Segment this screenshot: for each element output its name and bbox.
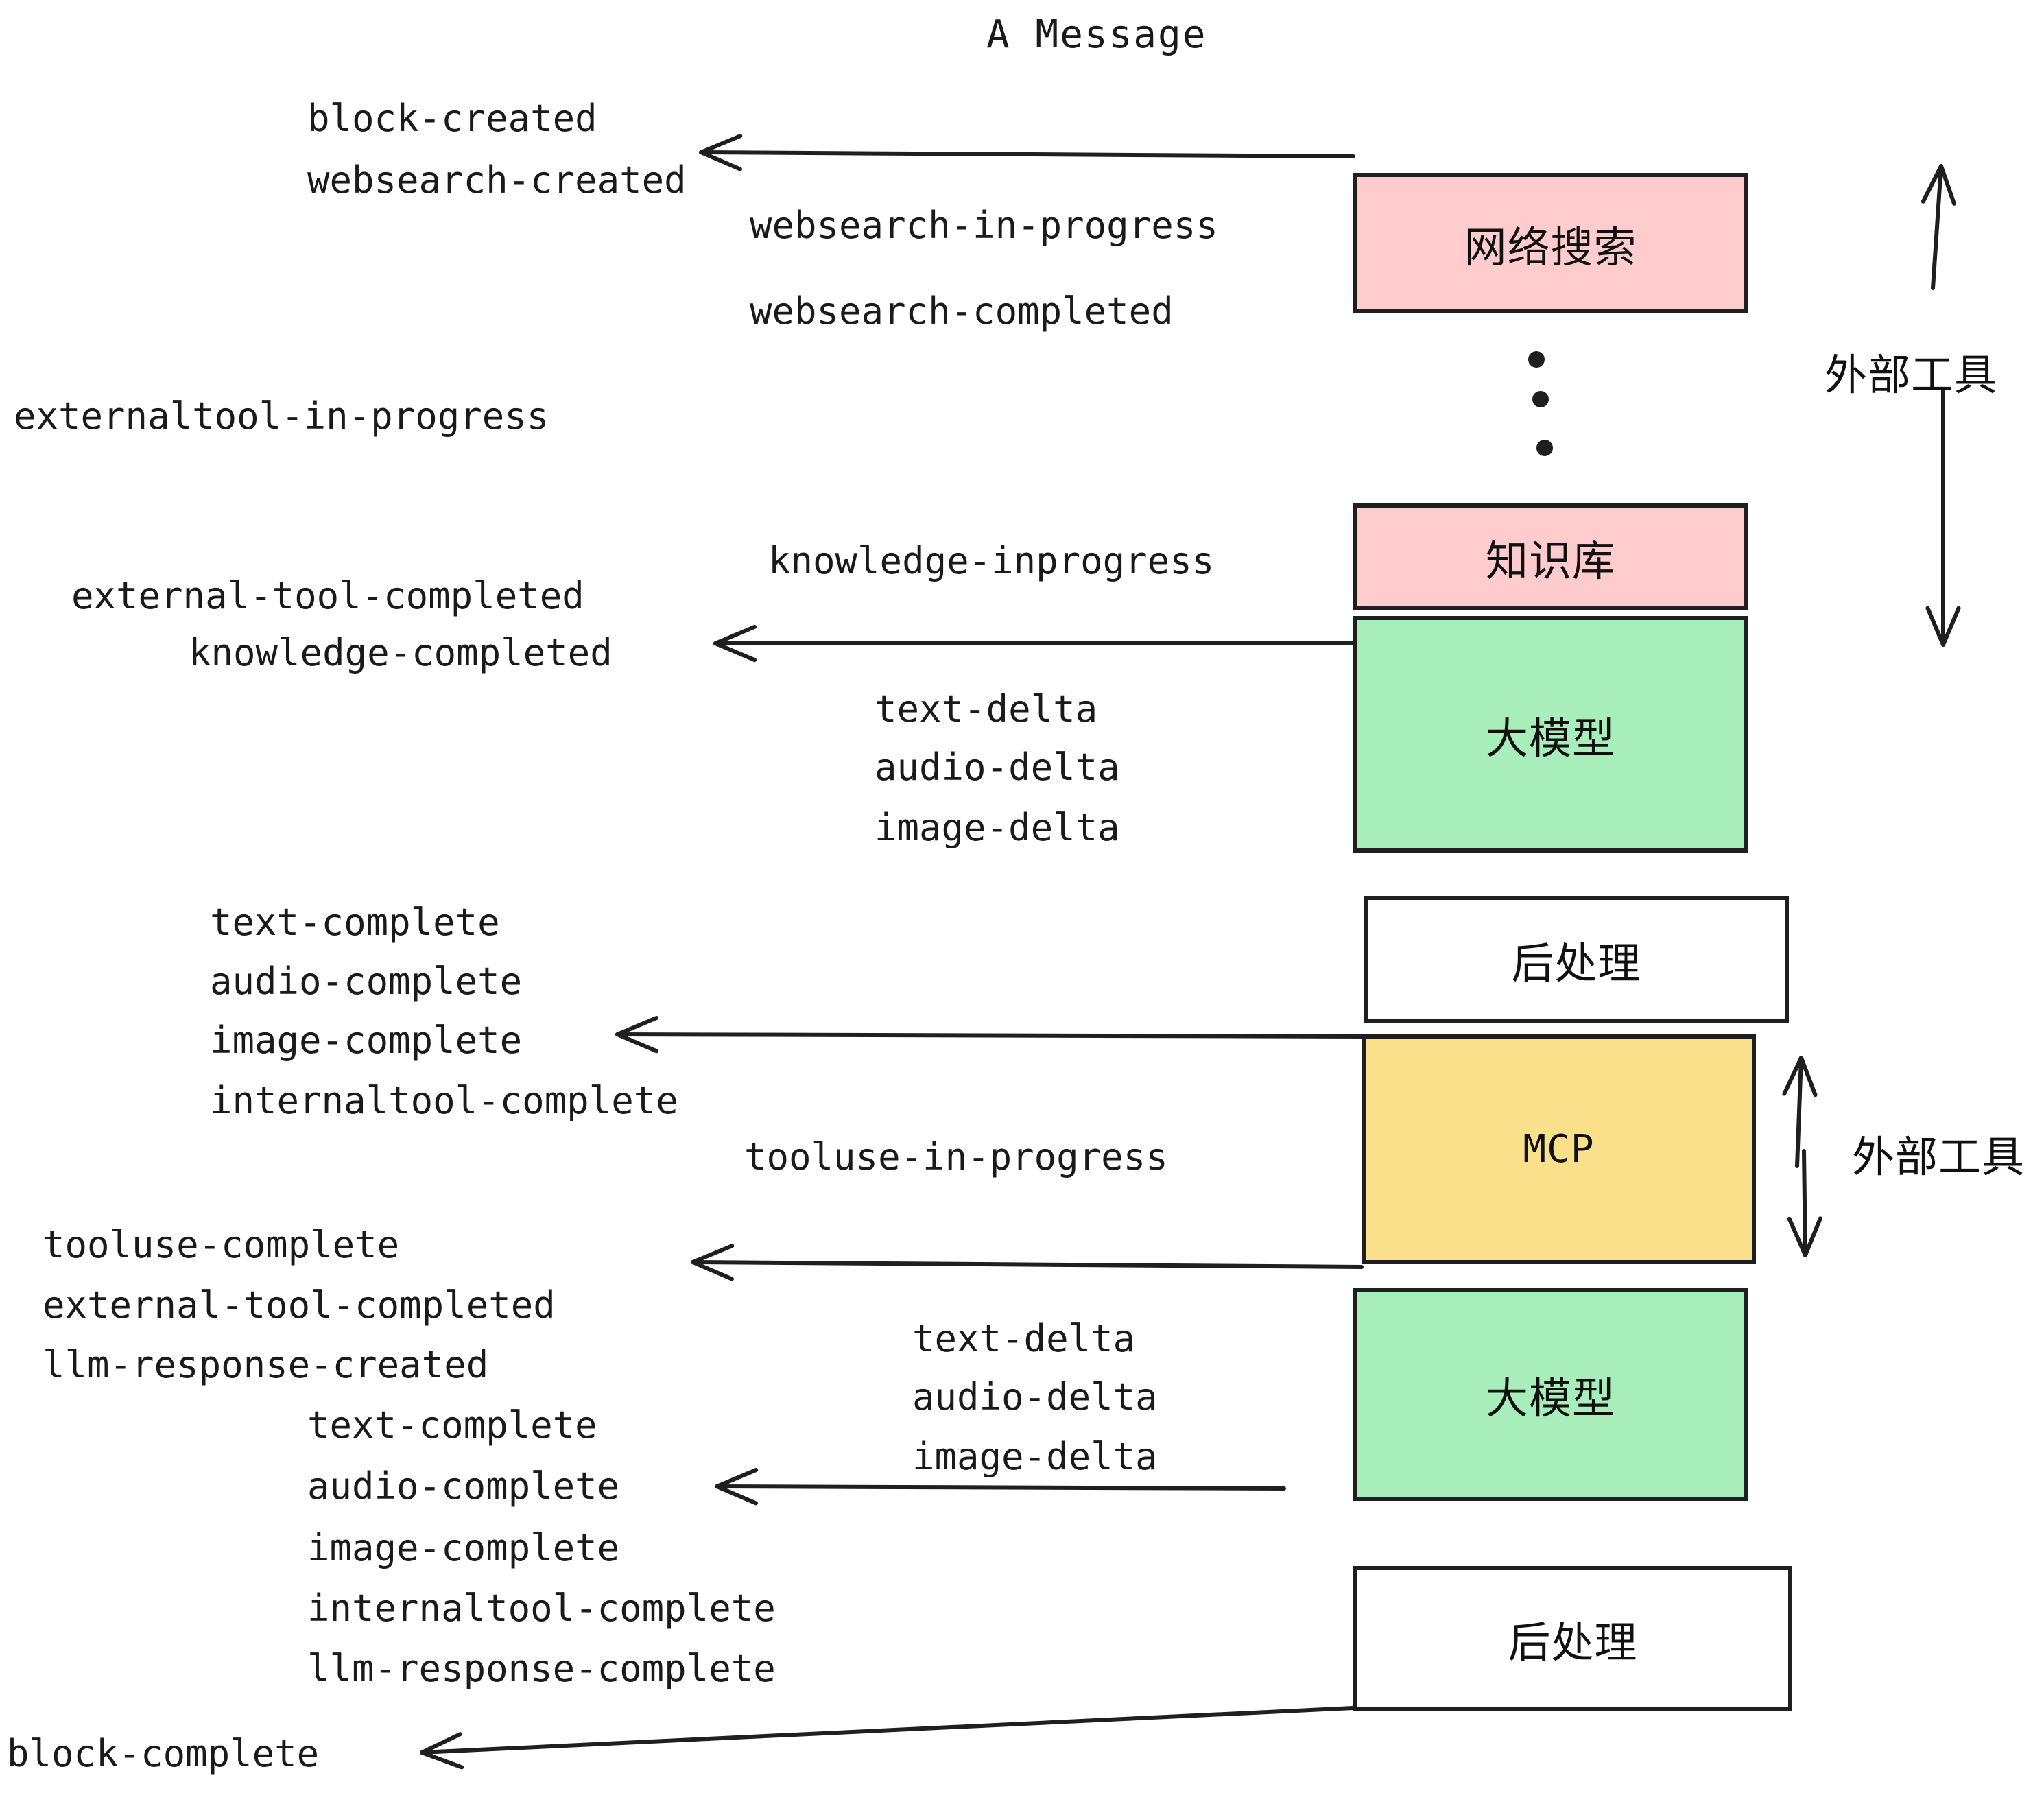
event-label-external-tool-completed-2: external-tool-completed: [43, 1283, 556, 1327]
node-llm-1[interactable]: 大模型: [1353, 616, 1748, 853]
side-label-external-tools-bottom: 外部工具: [1852, 1132, 2025, 1182]
event-label-audio-complete-1: audio-complete: [210, 960, 523, 1003]
arrow-external-tools-top-up: [1921, 164, 1956, 290]
flow-arrow-group: [420, 134, 1366, 1770]
event-label-websearch-completed: websearch-completed: [750, 289, 1174, 333]
event-label-block-created: block-created: [307, 97, 597, 140]
side-label-external-tools-top: 外部工具: [1825, 350, 1998, 400]
event-label-websearch-created: websearch-created: [307, 158, 687, 202]
node-knowledge[interactable]: 知识库: [1353, 503, 1748, 610]
event-label-text-complete-1: text-complete: [210, 901, 500, 944]
arrow-external-tools-bottom-up: [1782, 1056, 1818, 1168]
node-llm-2[interactable]: 大模型: [1353, 1288, 1748, 1501]
arrow-external-tools-top-down: [1925, 388, 1961, 647]
event-label-audio-delta-2: audio-delta: [912, 1375, 1158, 1419]
node-websearch[interactable]: 网络搜索: [1353, 173, 1748, 313]
arrow-arrow-block-complete: [420, 1706, 1355, 1770]
event-label-internaltool-complete-2: internaltool-complete: [307, 1587, 776, 1630]
ellipsis-dot-2: [1532, 391, 1549, 407]
event-label-image-delta-1: image-delta: [875, 806, 1120, 849]
ellipsis-dot-3: [1536, 440, 1553, 456]
event-label-tooluse-in-progress: tooluse-in-progress: [744, 1135, 1168, 1178]
event-label-text-delta-2: text-delta: [912, 1317, 1136, 1360]
event-label-websearch-in-progress: websearch-in-progress: [750, 204, 1218, 247]
event-label-llm-response-complete: llm-response-complete: [307, 1647, 776, 1690]
event-label-audio-delta-1: audio-delta: [875, 746, 1120, 789]
arrow-arrow-knowledge-done: [713, 624, 1355, 663]
event-label-image-delta-2: image-delta: [912, 1435, 1158, 1478]
event-label-internaltool-complete-1: internaltool-complete: [210, 1079, 678, 1122]
event-label-knowledge-completed: knowledge-completed: [189, 631, 613, 674]
event-label-external-tool-completed-1: external-tool-completed: [71, 574, 584, 617]
node-postproc-1[interactable]: 后处理: [1364, 896, 1789, 1023]
event-label-knowledge-inprogress: knowledge-inprogress: [768, 539, 1215, 582]
event-label-audio-complete-2: audio-complete: [307, 1464, 620, 1508]
arrow-arrow-tooluse-complete: [691, 1244, 1364, 1281]
ellipsis-dot-1: [1528, 351, 1545, 368]
event-label-externaltool-in-progress: externaltool-in-progress: [14, 394, 549, 438]
node-mcp[interactable]: MCP: [1362, 1034, 1756, 1264]
diagram-title: A Message: [986, 12, 1207, 57]
event-label-llm-response-created: llm-response-created: [43, 1343, 489, 1386]
scope-arrow-group: [1782, 164, 1961, 1257]
arrow-external-tools-bottom-down: [1787, 1149, 1822, 1257]
node-postproc-2[interactable]: 后处理: [1353, 1566, 1792, 1711]
arrow-arrow-image-complete: [615, 1016, 1366, 1054]
event-label-tooluse-complete: tooluse-complete: [43, 1223, 400, 1266]
event-label-image-complete-1: image-complete: [210, 1019, 523, 1062]
event-label-text-complete-2: text-complete: [307, 1403, 597, 1447]
event-label-text-delta-1: text-delta: [875, 687, 1098, 731]
event-label-image-complete-2: image-complete: [307, 1526, 620, 1569]
arrow-arrow-block-created: [699, 134, 1355, 171]
event-label-block-complete: block-complete: [7, 1732, 320, 1775]
